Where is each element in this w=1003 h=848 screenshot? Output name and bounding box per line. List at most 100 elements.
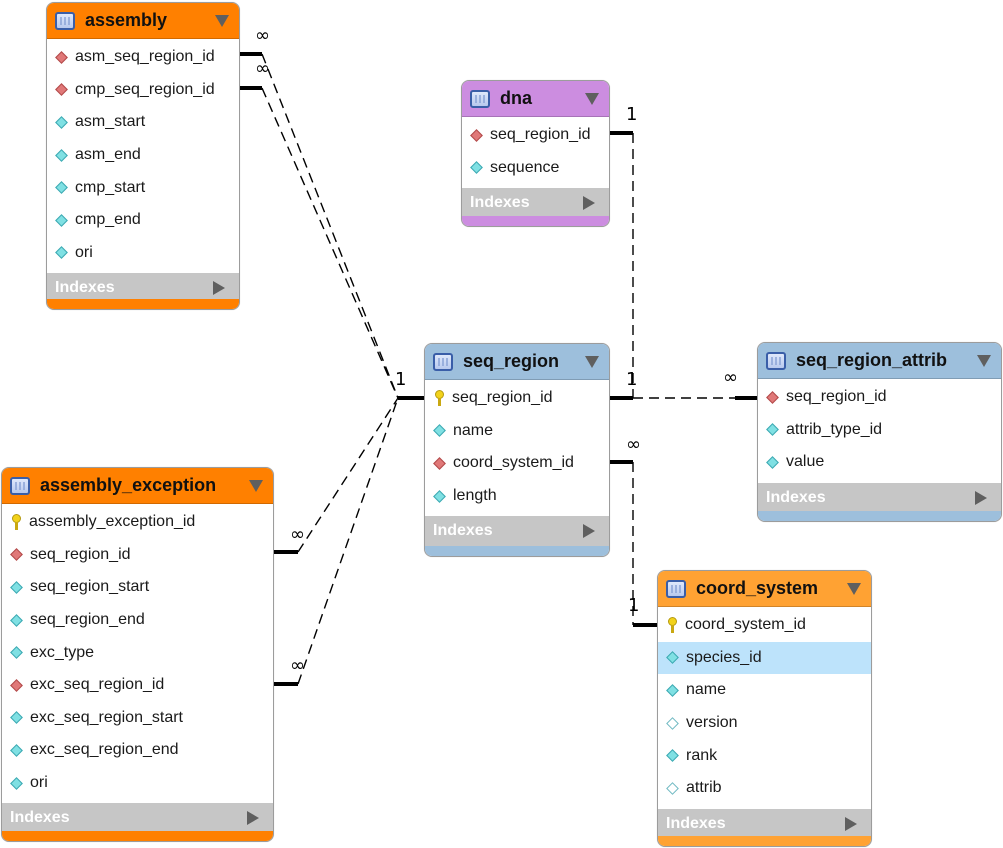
indexes-label: Indexes	[433, 522, 493, 540]
table-title: assembly_exception	[40, 475, 217, 495]
field-row[interactable]: asm_end	[47, 139, 239, 172]
indexes-section[interactable]: Indexes	[462, 188, 609, 219]
field-row[interactable]: name	[658, 674, 871, 707]
indexes-label: Indexes	[470, 194, 530, 212]
foreign-key-icon	[55, 50, 68, 64]
foreign-key-icon	[470, 128, 483, 142]
field-row[interactable]: seq_region_id	[2, 539, 273, 572]
expand-arrow-icon[interactable]	[583, 524, 595, 539]
field-row[interactable]: seq_region_id	[425, 382, 609, 415]
field-row[interactable]: exc_type	[2, 636, 273, 669]
cardinality-many-label: ∞	[626, 434, 641, 455]
cardinality-one-label: 1	[395, 369, 407, 390]
expand-arrow-icon[interactable]	[213, 281, 225, 296]
field-name: asm_end	[75, 146, 141, 164]
table-header[interactable]: seq_region_attrib	[758, 343, 1001, 379]
link-assembly-cmp-seq-region	[261, 87, 399, 399]
collapse-toggle-icon[interactable]	[847, 582, 861, 595]
column-icon	[10, 581, 23, 594]
field-row[interactable]: ori	[47, 237, 239, 270]
table-header[interactable]: assembly	[47, 3, 239, 39]
collapse-toggle-icon[interactable]	[585, 355, 599, 368]
column-icon	[55, 148, 68, 162]
table-header[interactable]: dna	[462, 81, 609, 117]
field-row[interactable]: value	[758, 446, 1001, 479]
field-name: coord_system_id	[453, 454, 574, 472]
indexes-section[interactable]: Indexes	[758, 482, 1001, 513]
table-header[interactable]: seq_region	[425, 344, 609, 380]
field-row[interactable]: attrib	[658, 772, 871, 805]
expand-arrow-icon[interactable]	[975, 490, 987, 505]
indexes-section[interactable]: Indexes	[658, 808, 871, 839]
field-row[interactable]: exc_seq_region_start	[2, 702, 273, 735]
column-icon	[433, 424, 446, 438]
table-header[interactable]: assembly_exception	[2, 468, 273, 504]
field-name: seq_region_id	[490, 126, 591, 144]
table-footer	[425, 546, 609, 556]
field-row[interactable]: seq_region_id	[758, 381, 1001, 414]
field-row[interactable]: seq_region_end	[2, 604, 273, 637]
field-name: rank	[686, 746, 718, 764]
field-row[interactable]: coord_system_id	[425, 447, 609, 480]
nullable-column-icon	[666, 716, 679, 730]
expand-arrow-icon[interactable]	[583, 196, 595, 211]
nullable-column-icon	[666, 781, 679, 795]
field-row[interactable]: length	[425, 480, 609, 513]
field-row[interactable]: name	[425, 415, 609, 448]
column-icon	[666, 651, 679, 665]
collapse-toggle-icon[interactable]	[249, 479, 263, 492]
field-name: exc_seq_region_id	[30, 676, 165, 694]
collapse-toggle-icon[interactable]	[977, 354, 991, 367]
collapse-toggle-icon[interactable]	[585, 92, 599, 105]
field-name: exc_type	[30, 643, 95, 661]
column-icon	[55, 213, 68, 227]
field-row[interactable]: version	[658, 707, 871, 740]
table-footer	[658, 836, 871, 846]
field-row[interactable]: ori	[2, 767, 273, 800]
indexes-section[interactable]: Indexes	[425, 516, 609, 547]
field-name: ori	[75, 243, 93, 261]
field-row[interactable]: seq_region_start	[2, 571, 273, 604]
field-row[interactable]: cmp_seq_region_id	[47, 74, 239, 107]
cardinality-many-label: ∞	[290, 524, 305, 545]
column-icon	[10, 646, 23, 660]
field-row[interactable]: rank	[658, 739, 871, 772]
field-row[interactable]: cmp_start	[47, 171, 239, 204]
cardinality-one-label: 1	[628, 595, 640, 616]
field-row[interactable]: cmp_end	[47, 204, 239, 237]
collapse-toggle-icon[interactable]	[215, 14, 229, 27]
indexes-section[interactable]: Indexes	[2, 803, 273, 834]
field-row[interactable]: coord_system_id	[658, 609, 871, 642]
indexes-label: Indexes	[55, 279, 115, 297]
table-header[interactable]: coord_system	[658, 571, 871, 607]
field-row[interactable]: asm_seq_region_id	[47, 41, 239, 74]
indexes-label: Indexes	[666, 814, 726, 832]
expand-arrow-icon[interactable]	[845, 816, 857, 831]
field-row[interactable]: exc_seq_region_end	[2, 734, 273, 767]
field-row[interactable]: species_id	[658, 641, 871, 675]
table-card-dna[interactable]: dna seq_region_id sequence Indexes	[461, 80, 610, 227]
table-card-assembly-exception[interactable]: assembly_exception assembly_exception_id…	[1, 467, 274, 842]
field-row[interactable]: seq_region_id	[462, 119, 609, 152]
link-assembly-asm-seq-region	[261, 53, 399, 399]
expand-arrow-icon[interactable]	[247, 811, 259, 826]
indexes-section[interactable]: Indexes	[47, 273, 239, 304]
field-row[interactable]: assembly_exception_id	[2, 506, 273, 539]
field-row[interactable]: exc_seq_region_id	[2, 669, 273, 702]
field-row[interactable]: sequence	[462, 152, 609, 185]
field-name: ori	[30, 774, 48, 792]
cardinality-many-label: ∞	[255, 58, 270, 79]
field-row[interactable]: asm_start	[47, 106, 239, 139]
field-row[interactable]: attrib_type_id	[758, 414, 1001, 447]
field-name: attrib	[686, 779, 722, 797]
column-icon	[10, 776, 23, 790]
primary-key-icon	[667, 617, 677, 634]
